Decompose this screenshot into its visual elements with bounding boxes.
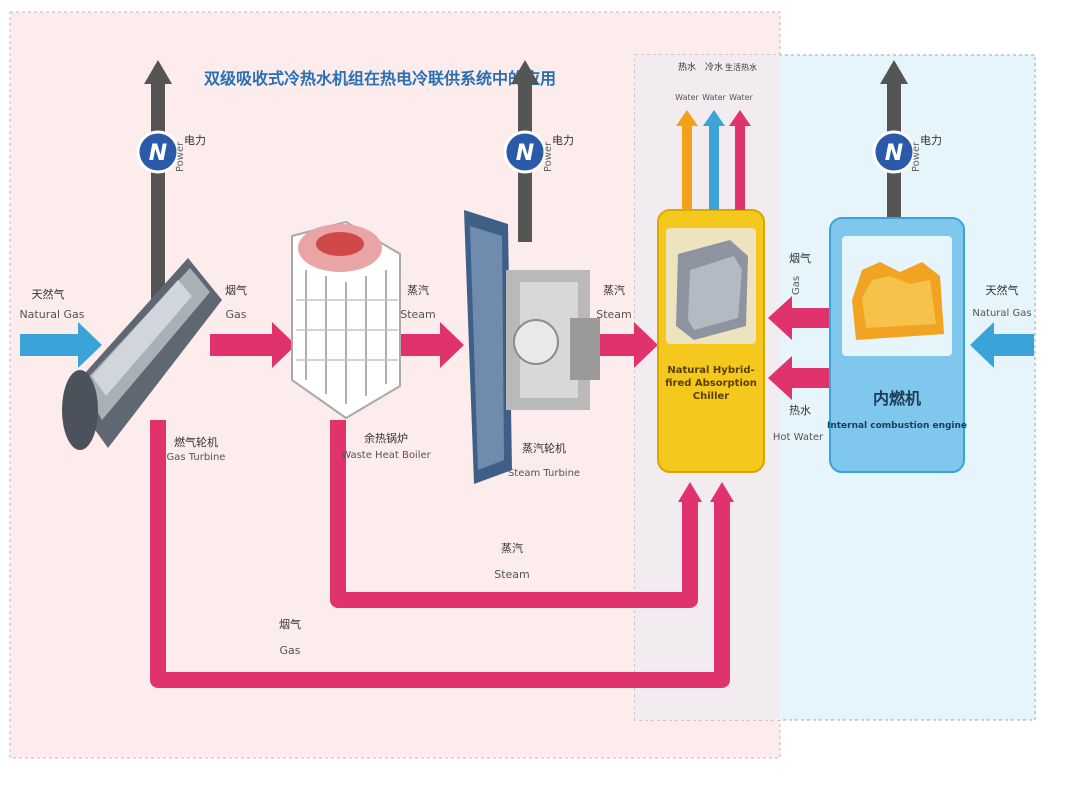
out-cold-water-zh: 冷水 bbox=[705, 61, 723, 73]
power-output-engine: N 电力 Power bbox=[872, 60, 942, 222]
gas-flow-1: 烟气 Gas bbox=[210, 283, 296, 368]
gas-bottom-en: Gas bbox=[280, 644, 301, 657]
steam-1-en: Steam bbox=[400, 308, 436, 321]
out-cold-water-en: Water bbox=[702, 93, 726, 102]
steam-turbine-label-en: Steam Turbine bbox=[508, 468, 580, 479]
chiller-label: Natural Hybrid-fired Absorption Chiller bbox=[665, 365, 757, 402]
power-label-en-1: Power bbox=[175, 141, 186, 172]
out-domestic-water-en: Water bbox=[729, 93, 753, 102]
natural-gas-right-zh: 天然气 bbox=[986, 283, 1019, 297]
gas-1-zh: 烟气 bbox=[225, 283, 247, 297]
n-symbol-3: N bbox=[885, 141, 903, 166]
gas-turbine-label-zh: 燃气轮机 bbox=[174, 435, 218, 449]
steam-return-loop: 蒸汽 Steam bbox=[330, 420, 702, 608]
steam-bottom-en: Steam bbox=[494, 568, 530, 581]
hot-water-right-zh: 热水 bbox=[789, 404, 811, 417]
n-symbol-1: N bbox=[149, 141, 167, 166]
steam-flow-1: 蒸汽 Steam bbox=[392, 283, 464, 368]
gas-turbine-label-en: Gas Turbine bbox=[167, 452, 226, 463]
power-output-gas-turbine: N 电力 Power bbox=[136, 60, 206, 322]
steam-turbine-label-zh: 蒸汽轮机 bbox=[522, 441, 566, 455]
power-label-zh-2: 电力 bbox=[552, 134, 574, 147]
steam-bottom-zh: 蒸汽 bbox=[501, 541, 523, 555]
natural-gas-left-zh: 天然气 bbox=[32, 287, 65, 301]
hot-water-right-en: Hot Water bbox=[773, 432, 824, 443]
out-hot-water-en: Water bbox=[675, 93, 699, 102]
diagram-title: 双级吸收式冷热水机组在热电冷联供系统中的应用 bbox=[204, 69, 556, 88]
natural-gas-inlet-left: 天然气 Natural Gas bbox=[19, 287, 102, 368]
steam-2-en: Steam bbox=[596, 308, 632, 321]
natural-gas-right-en: Natural Gas bbox=[972, 308, 1031, 319]
steam-1-zh: 蒸汽 bbox=[407, 283, 429, 297]
steam-flow-2: 蒸汽 Steam bbox=[592, 283, 658, 368]
natural-gas-inlet-right: 天然气 Natural Gas bbox=[970, 283, 1034, 368]
gas-right-zh: 烟气 bbox=[789, 251, 811, 265]
absorption-chiller: Natural Hybrid-fired Absorption Chiller bbox=[657, 209, 765, 473]
gas-return-loop: 烟气 Gas bbox=[150, 420, 734, 688]
engine-label-en: Internal combustion engine bbox=[827, 421, 967, 431]
power-label-en-2: Power bbox=[543, 141, 554, 172]
boiler-label-zh: 余热锅炉 bbox=[364, 431, 408, 445]
chiller-label-box: Natural Hybrid-fired Absorption Chiller bbox=[665, 365, 757, 402]
power-label-zh-1: 电力 bbox=[184, 134, 206, 147]
hot-water-flow-from-engine: 热水 Hot Water bbox=[768, 356, 830, 443]
steam-2-zh: 蒸汽 bbox=[603, 283, 625, 297]
boiler-label-en: Waste Heat Boiler bbox=[341, 450, 431, 461]
n-symbol-2: N bbox=[516, 141, 534, 166]
internal-combustion-engine: 内燃机 Internal combustion engine bbox=[827, 217, 967, 473]
gas-turbine: 燃气轮机 Gas Turbine bbox=[62, 258, 225, 463]
out-hot-water-zh: 热水 bbox=[678, 61, 696, 73]
engine-label-zh: 内燃机 bbox=[873, 389, 921, 408]
chiller-outputs: 热水 Water 冷水 Water 生活热水 Water bbox=[675, 61, 757, 210]
gas-right-en: Gas bbox=[791, 276, 802, 295]
gas-bottom-zh: 烟气 bbox=[279, 617, 301, 631]
gas-1-en: Gas bbox=[226, 308, 247, 321]
power-label-en-3: Power bbox=[911, 141, 922, 172]
waste-heat-boiler: 余热锅炉 Waste Heat Boiler bbox=[291, 220, 432, 461]
power-output-steam-turbine: N 电力 Power bbox=[503, 60, 574, 242]
out-domestic-water-zh: 生活热水 bbox=[725, 62, 757, 72]
gas-flow-from-engine: 烟气 Gas bbox=[768, 251, 830, 340]
power-label-zh-3: 电力 bbox=[920, 134, 942, 147]
steam-turbine: 蒸汽轮机 Steam Turbine bbox=[464, 210, 600, 484]
natural-gas-left-en: Natural Gas bbox=[19, 308, 84, 321]
